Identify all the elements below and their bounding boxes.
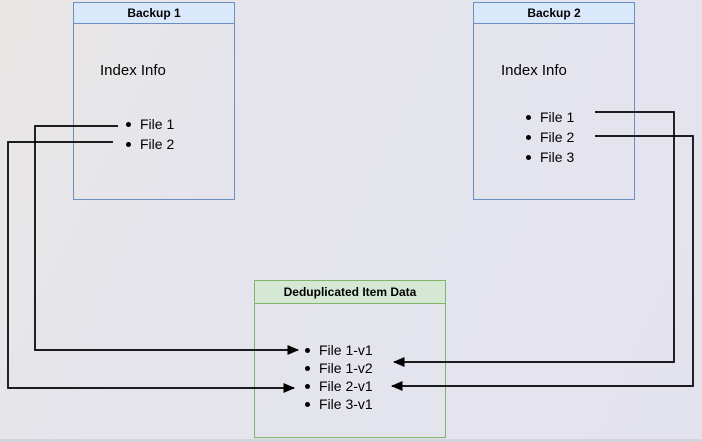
backup2-file-2: File 2 <box>526 127 574 147</box>
backup2-header: Backup 2 <box>474 3 634 24</box>
backup2-file-3: File 3 <box>526 147 574 167</box>
dedup-title: Deduplicated Item Data <box>283 285 417 299</box>
dedup-file-2-v1: File 2-v1 <box>305 377 373 395</box>
backup1-box: Backup 1 Index Info File 1 File 2 <box>73 2 235 200</box>
dedup-file-1-v1: File 1-v1 <box>305 341 373 359</box>
backup1-index-info-label: Index Info <box>100 62 166 79</box>
dedup-file-list: File 1-v1 File 1-v2 File 2-v1 File 3-v1 <box>305 341 373 413</box>
backup1-header: Backup 1 <box>74 3 234 24</box>
dedup-file-3-v1: File 3-v1 <box>305 395 373 413</box>
backup1-file-list: File 1 File 2 <box>126 115 174 154</box>
dedup-box: Deduplicated Item Data File 1-v1 File 1-… <box>254 280 446 438</box>
backup2-box: Backup 2 Index Info File 1 File 2 File 3 <box>473 2 635 200</box>
backup2-file-list: File 1 File 2 File 3 <box>526 107 574 167</box>
dedup-header: Deduplicated Item Data <box>255 281 445 304</box>
window-bottom-edge <box>0 439 702 442</box>
backup1-file-1: File 1 <box>126 115 174 135</box>
backup1-file-2: File 2 <box>126 135 174 155</box>
backup2-index-info-label: Index Info <box>501 62 567 79</box>
dedup-file-1-v2: File 1-v2 <box>305 359 373 377</box>
backup2-file-1: File 1 <box>526 107 574 127</box>
backup2-title: Backup 2 <box>527 6 581 20</box>
backup1-title: Backup 1 <box>127 6 181 20</box>
